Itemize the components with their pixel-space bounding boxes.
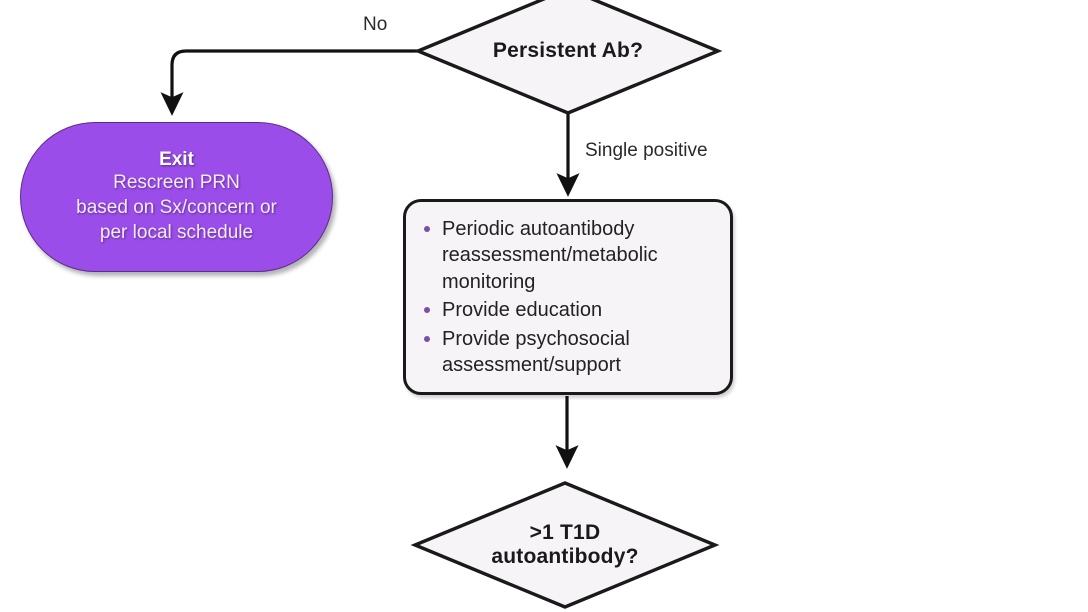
node-exit-line-3: per local schedule: [99, 221, 254, 243]
edge-label-no: No: [363, 14, 388, 35]
list-item-text: Provide education: [442, 299, 603, 322]
node-monitoring[interactable]: Periodic autoantibody reassessment/metab…: [403, 199, 733, 395]
list-item: Provide education: [416, 297, 718, 323]
bullet-icon: [424, 226, 430, 232]
diamond-shape: [413, 0, 723, 115]
monitoring-list: Periodic autoantibody reassessment/metab…: [416, 216, 718, 378]
bullet-icon: [424, 307, 430, 314]
list-item-text: Provide psychosocial assessment/support: [442, 327, 630, 376]
edge-label-single-positive: Single positive: [585, 140, 708, 161]
node-persistent-ab[interactable]: Persistent Ab?: [413, 0, 723, 115]
bullet-icon: [424, 335, 430, 342]
node-persistent-ab-label: Persistent Ab?: [492, 38, 644, 62]
edge-no-branch: [160, 49, 418, 116]
list-item-text: Periodic autoantibody reassessment/metab…: [442, 218, 658, 293]
diamond-shape: [410, 481, 720, 609]
node-more-than-one-autoantibody[interactable]: >1 T1D autoantibody?: [410, 481, 720, 609]
node-exit-title: Exit: [159, 148, 194, 170]
node-exit-line-2: based on Sx/concern or: [76, 196, 277, 218]
list-item: Provide psychosocial assessment/support: [416, 326, 718, 379]
node-exit[interactable]: Exit Rescreen PRN based on Sx/concern or…: [20, 122, 333, 272]
list-item: Periodic autoantibody reassessment/metab…: [416, 216, 718, 295]
node-exit-line-1: Rescreen PRN: [113, 172, 240, 194]
node-more-than-one-autoantibody-label: >1 T1D autoantibody?: [491, 520, 639, 568]
